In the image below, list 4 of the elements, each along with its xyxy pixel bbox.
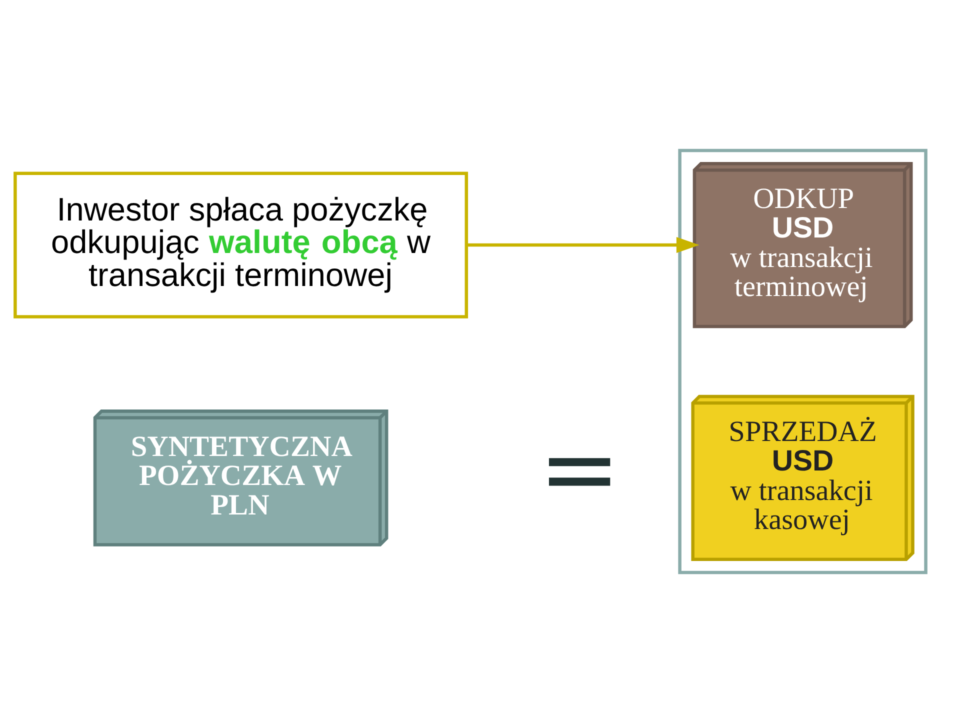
label: = [538, 412, 621, 526]
arrow [466, 236, 700, 253]
node-box: Inwestor spłaca pożyczkę odkupując walutę obcą w transakcji terminowej [14, 171, 468, 318]
cluster [678, 148, 928, 574]
